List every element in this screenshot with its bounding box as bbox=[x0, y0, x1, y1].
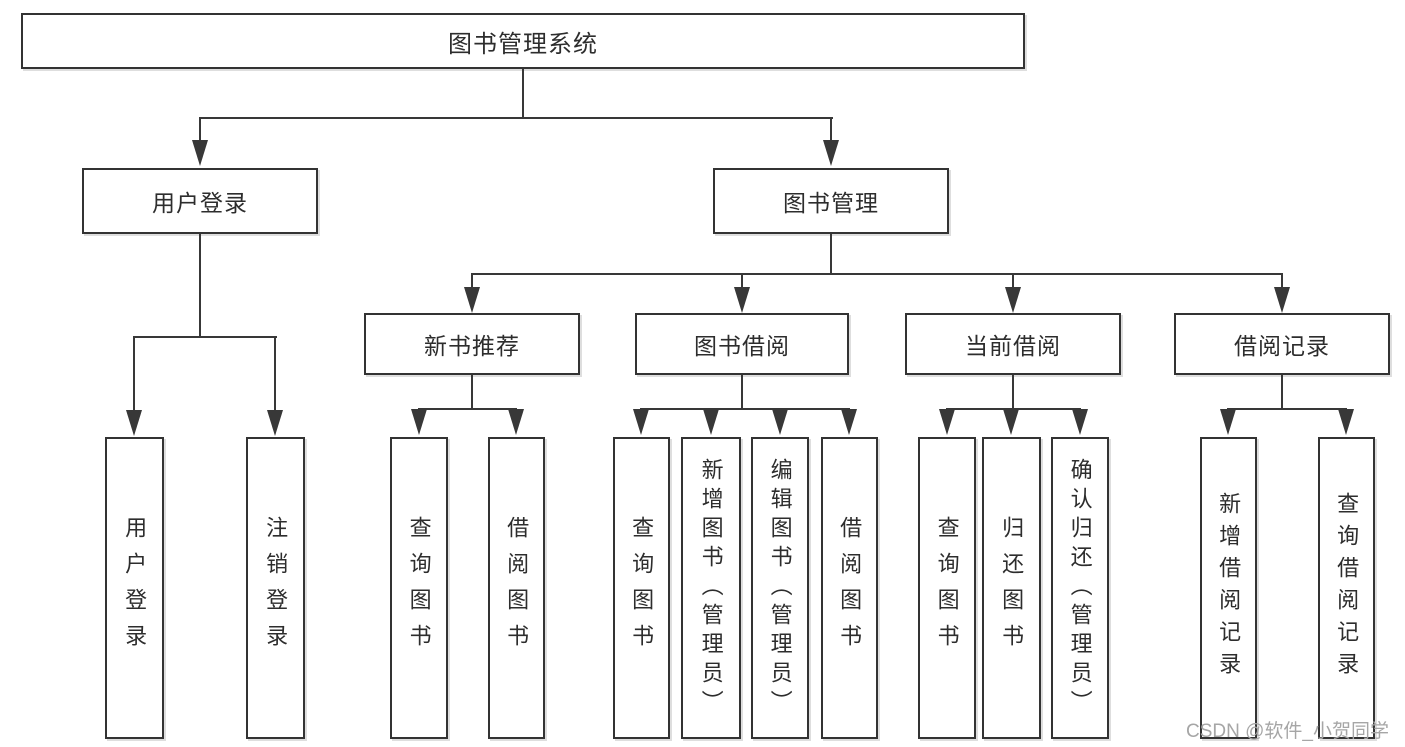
arrow-down-icon bbox=[633, 409, 649, 435]
connector-line bbox=[274, 336, 276, 412]
arrow-down-icon bbox=[939, 409, 955, 435]
leaf-label: 查询图书 bbox=[629, 516, 655, 660]
arrow-down-icon bbox=[841, 409, 857, 435]
connector-line bbox=[418, 408, 517, 410]
leaf-label: 新增借阅记录 bbox=[1216, 492, 1242, 684]
connector-line bbox=[133, 336, 135, 412]
leaf-label: 编辑图书（管理员） bbox=[767, 457, 793, 719]
connector-line bbox=[741, 375, 743, 408]
node-borrow-records: 借阅记录 bbox=[1174, 313, 1390, 375]
arrow-down-icon bbox=[1072, 409, 1088, 435]
leaf-recommend-query-books: 查询图书 bbox=[390, 437, 448, 739]
arrow-down-icon bbox=[126, 410, 142, 436]
leaf-logout: 注销登录 bbox=[246, 437, 305, 739]
node-user-login: 用户登录 bbox=[82, 168, 318, 234]
leaf-label: 查询图书 bbox=[934, 516, 960, 660]
leaf-label: 归还图书 bbox=[999, 516, 1025, 660]
node-label: 新书推荐 bbox=[424, 333, 520, 359]
leaf-label: 查询借阅记录 bbox=[1334, 492, 1360, 684]
arrow-down-icon bbox=[1005, 287, 1021, 313]
arrow-down-icon bbox=[267, 410, 283, 436]
node-root: 图书管理系统 bbox=[21, 13, 1025, 69]
leaf-label: 借阅图书 bbox=[504, 516, 530, 660]
node-user-login-label: 用户登录 bbox=[152, 190, 248, 216]
leaf-label: 借阅图书 bbox=[837, 516, 863, 660]
connector-line bbox=[471, 375, 473, 408]
connector-line bbox=[199, 117, 833, 119]
leaf-record-query-record: 查询借阅记录 bbox=[1318, 437, 1375, 739]
connector-line bbox=[1227, 408, 1347, 410]
connector-line bbox=[830, 234, 832, 273]
connector-line bbox=[1281, 273, 1283, 289]
csdn-watermark: CSDN @软件_小贺同学 bbox=[1186, 721, 1389, 742]
connector-line bbox=[1281, 375, 1283, 408]
leaf-borrow-edit-books-admin: 编辑图书（管理员） bbox=[751, 437, 809, 739]
leaf-record-add-record: 新增借阅记录 bbox=[1200, 437, 1257, 739]
arrow-down-icon bbox=[1003, 409, 1019, 435]
leaf-label: 注销登录 bbox=[263, 516, 289, 660]
arrow-down-icon bbox=[1274, 287, 1290, 313]
leaf-label: 查询图书 bbox=[406, 516, 432, 660]
connector-line bbox=[199, 117, 201, 143]
arrow-down-icon bbox=[734, 287, 750, 313]
connector-line bbox=[741, 273, 743, 289]
arrow-down-icon bbox=[823, 140, 839, 166]
connector-line bbox=[471, 273, 473, 289]
leaf-borrow-add-books-admin: 新增图书（管理员） bbox=[681, 437, 741, 739]
node-label: 借阅记录 bbox=[1234, 333, 1330, 359]
arrow-down-icon bbox=[1220, 409, 1236, 435]
connector-line bbox=[1012, 375, 1014, 408]
node-book-management-label: 图书管理 bbox=[783, 190, 879, 216]
arrow-down-icon bbox=[464, 287, 480, 313]
leaf-label: 确认归还（管理员） bbox=[1067, 457, 1093, 719]
arrow-down-icon bbox=[192, 140, 208, 166]
arrow-down-icon bbox=[411, 409, 427, 435]
connector-line bbox=[199, 234, 201, 336]
arrow-down-icon bbox=[703, 409, 719, 435]
leaf-recommend-borrow-books: 借阅图书 bbox=[488, 437, 545, 739]
connector-line bbox=[640, 408, 850, 410]
node-label: 图书借阅 bbox=[694, 333, 790, 359]
leaf-current-return-books: 归还图书 bbox=[982, 437, 1041, 739]
node-book-management: 图书管理 bbox=[713, 168, 949, 234]
leaf-current-confirm-return-admin: 确认归还（管理员） bbox=[1051, 437, 1109, 739]
leaf-borrow-query-books: 查询图书 bbox=[613, 437, 670, 739]
node-new-book-recommend: 新书推荐 bbox=[364, 313, 580, 375]
node-root-label: 图书管理系统 bbox=[448, 30, 598, 58]
node-book-borrow: 图书借阅 bbox=[635, 313, 849, 375]
node-label: 当前借阅 bbox=[965, 333, 1061, 359]
leaf-user-login: 用户登录 bbox=[105, 437, 164, 739]
leaf-current-query-books: 查询图书 bbox=[918, 437, 976, 739]
connector-line bbox=[133, 336, 277, 338]
node-current-borrow: 当前借阅 bbox=[905, 313, 1121, 375]
leaf-borrow-borrow-books: 借阅图书 bbox=[821, 437, 878, 739]
arrow-down-icon bbox=[772, 409, 788, 435]
connector-line bbox=[830, 117, 832, 143]
connector-line bbox=[471, 273, 1283, 275]
leaf-label: 新增图书（管理员） bbox=[698, 457, 724, 719]
connector-line bbox=[522, 69, 524, 117]
arrow-down-icon bbox=[508, 409, 524, 435]
arrow-down-icon bbox=[1338, 409, 1354, 435]
leaf-label: 用户登录 bbox=[122, 516, 148, 660]
connector-line bbox=[1012, 273, 1014, 289]
